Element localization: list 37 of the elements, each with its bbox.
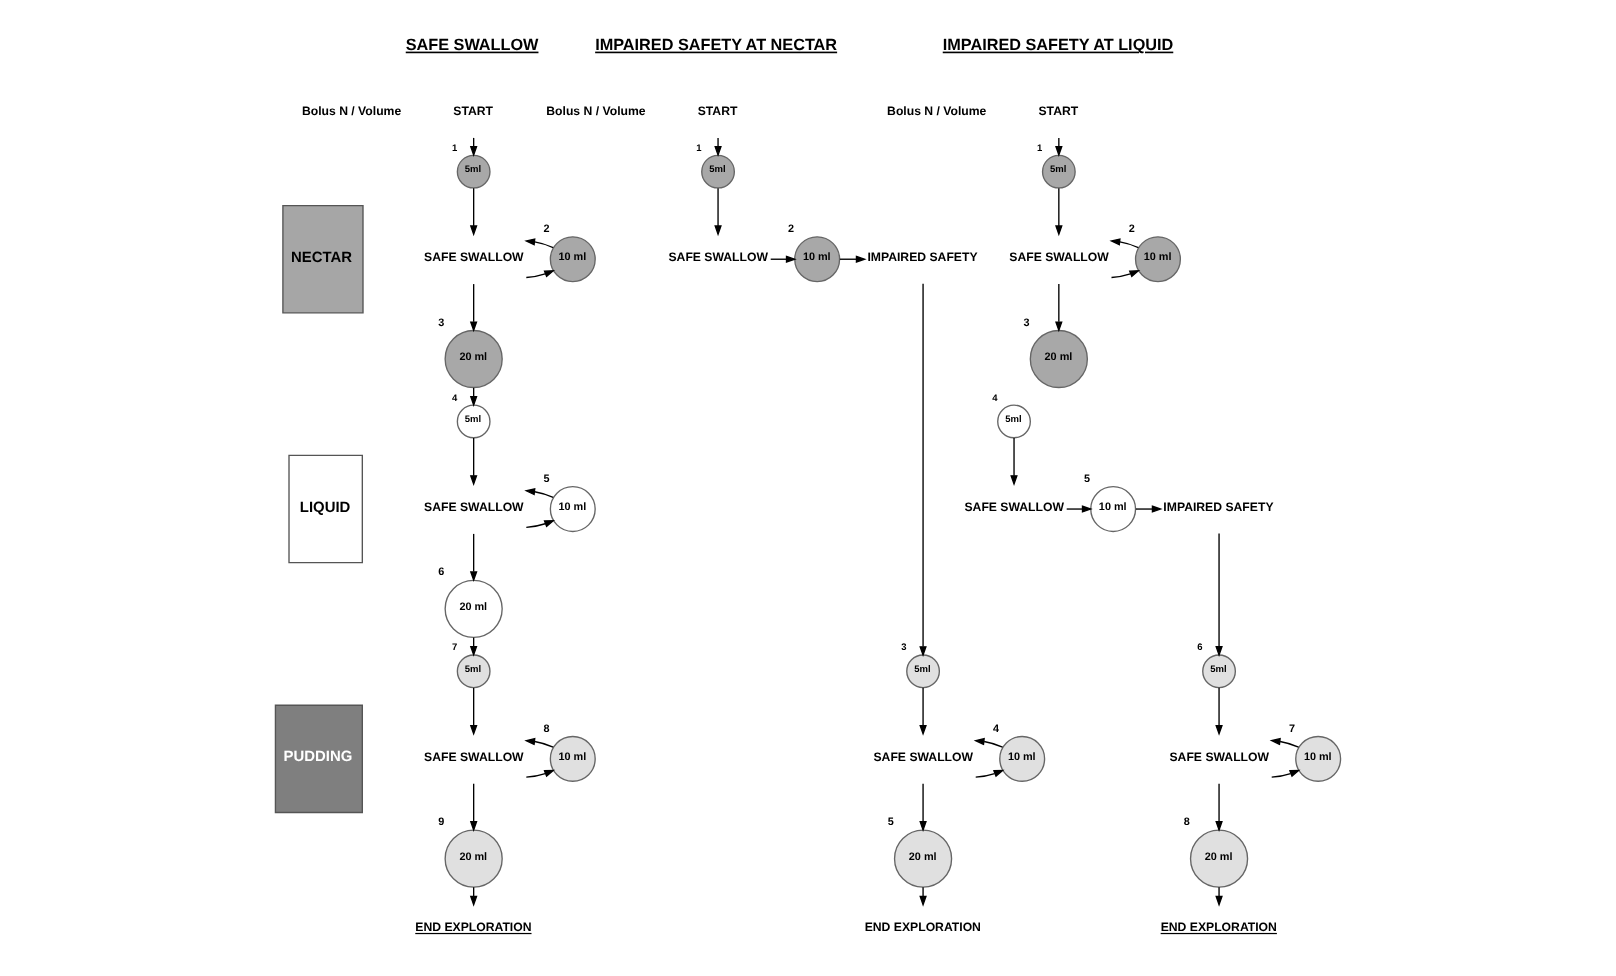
arrow (919, 783, 927, 832)
arrow (1055, 187, 1063, 237)
arrow (525, 769, 556, 778)
arrow (469, 187, 478, 237)
arrow (524, 487, 554, 499)
arrow (1215, 783, 1223, 832)
arrow (1215, 687, 1223, 736)
arrow (1055, 137, 1063, 157)
arrow (1110, 270, 1141, 279)
node-box: PUDDING (274, 704, 363, 814)
arrow (1066, 505, 1093, 513)
arrow (469, 783, 478, 832)
arrow (469, 437, 478, 487)
arrow (1271, 769, 1301, 778)
arrow (1215, 532, 1223, 657)
arrow (919, 886, 927, 907)
arrow (1109, 238, 1140, 249)
arrow (469, 283, 478, 333)
arrow (919, 687, 927, 736)
arrow (1215, 886, 1223, 907)
arrow (714, 187, 722, 237)
arrow (1055, 283, 1063, 333)
arrow (524, 238, 554, 249)
arrow (919, 283, 927, 658)
node-box: LIQUID (288, 454, 363, 564)
arrow (525, 270, 556, 279)
arrow (975, 769, 1005, 778)
arrow (1010, 437, 1018, 487)
arrow (525, 519, 556, 528)
arrow (1269, 737, 1300, 748)
arrow (469, 533, 478, 583)
arrow (1135, 505, 1163, 513)
arrow (714, 137, 722, 157)
arrow (973, 737, 1004, 748)
arrow (524, 737, 554, 748)
node-box: NECTAR (282, 204, 364, 314)
arrow (469, 687, 478, 736)
